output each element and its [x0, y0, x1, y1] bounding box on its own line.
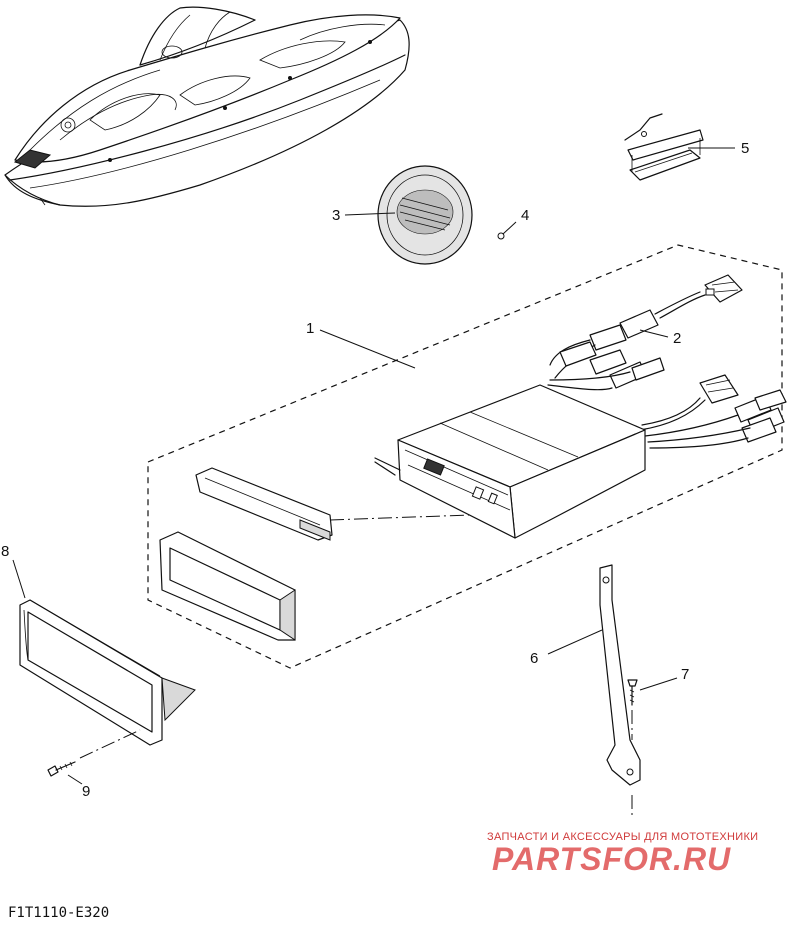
light-assembly: [624, 113, 704, 181]
leader-lines: [12, 147, 735, 785]
diagram-code: F1T1110-E320: [8, 905, 110, 921]
callout-7: 7: [681, 666, 689, 683]
callout-4: 4: [521, 207, 529, 224]
callout-5: 5: [741, 140, 749, 157]
speaker-screw: [497, 232, 505, 240]
stereo-head-unit: [374, 384, 646, 539]
callout-3: 3: [332, 207, 340, 224]
faceplate: [195, 467, 471, 541]
watermark-tagline: ЗАПЧАСТИ И АКСЕССУАРЫ ДЛЯ МОТОТЕХНИКИ: [487, 831, 759, 843]
trim-bezel: [19, 599, 196, 746]
support-bracket: [599, 564, 641, 815]
mounting-sleeve: [159, 531, 296, 641]
callout-1: 1: [306, 320, 314, 337]
kit-boundary: [147, 244, 783, 669]
callout-2: 2: [673, 330, 681, 347]
callout-8: 8: [1, 543, 9, 560]
speaker-grille: [377, 165, 473, 265]
wire-harness: [547, 274, 787, 449]
callout-6: 6: [530, 650, 538, 667]
watermark-logo: PARTSFOR.RU: [492, 841, 732, 877]
bezel-screw: [47, 729, 141, 777]
boat-illustration: [4, 6, 410, 207]
callout-9: 9: [82, 783, 90, 800]
bracket-screw: [627, 679, 638, 740]
